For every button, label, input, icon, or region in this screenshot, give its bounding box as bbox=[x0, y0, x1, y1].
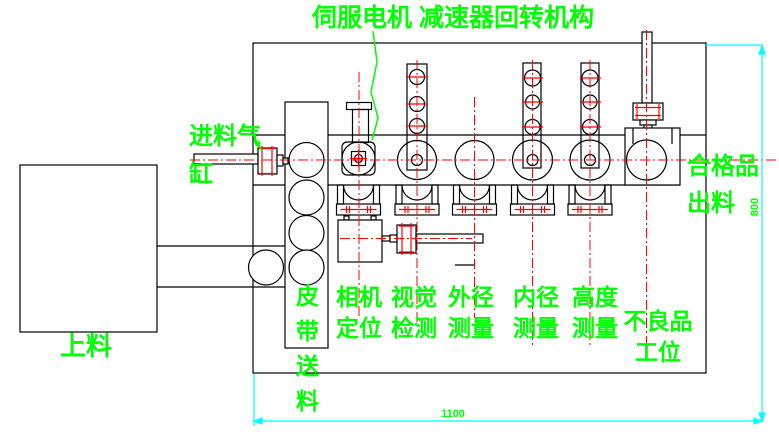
belt-conveyor bbox=[284, 101, 329, 349]
station4-label: 内径 测量 bbox=[501, 286, 571, 348]
discharge-label-line2: 出料 bbox=[687, 190, 735, 217]
loading-box bbox=[19, 164, 158, 333]
drawing-title: 伺服电机 减速器回转机构 bbox=[312, 4, 594, 32]
belt-feed-label: 皮 带 送 料 bbox=[296, 285, 319, 425]
belt-feed-char2: 带 bbox=[296, 318, 319, 344]
cradle-bolts bbox=[340, 206, 608, 213]
station3-label-line2: 测量 bbox=[448, 315, 494, 341]
station6-label-line1: 不良品 bbox=[623, 308, 693, 334]
discharge-label: 合格品 出料 bbox=[687, 148, 759, 222]
station4-label-line2: 测量 bbox=[513, 315, 559, 341]
station4-label-line1: 内径 bbox=[513, 284, 559, 310]
station3-label: 外径 测量 bbox=[436, 286, 506, 348]
leader-lines bbox=[250, 30, 379, 152]
station1-label-line1: 相机 bbox=[336, 284, 382, 310]
dimension-lines bbox=[252, 44, 766, 426]
red-details bbox=[259, 76, 661, 255]
belt-feed-char3: 送 bbox=[296, 353, 319, 379]
station5-label: 高度 测量 bbox=[560, 286, 630, 348]
station3-label-line1: 外径 bbox=[448, 284, 494, 310]
feed-cylinder-label-line2: 缸 bbox=[189, 161, 213, 188]
station6-discharge bbox=[624, 31, 681, 186]
station5-label-line1: 高度 bbox=[572, 284, 618, 310]
belt-feed-char4: 料 bbox=[296, 388, 319, 414]
dimension-width-text: 1100 bbox=[441, 408, 465, 420]
station6-label-line2: 工位 bbox=[635, 339, 681, 365]
station6-label: 不良品 工位 bbox=[613, 310, 703, 372]
station1-label: 相机 定位 bbox=[324, 286, 394, 348]
centerlines bbox=[190, 30, 779, 345]
station5-label-line2: 测量 bbox=[572, 315, 618, 341]
station1-label-line2: 定位 bbox=[336, 315, 382, 341]
station2-label-line2: 检测 bbox=[391, 315, 437, 341]
station2-label: 视觉 检测 bbox=[379, 286, 449, 348]
discharge-label-line1: 合格品 bbox=[687, 153, 759, 180]
feed-channel bbox=[157, 245, 285, 288]
loading-label: 上料 bbox=[60, 331, 113, 361]
station2-label-line1: 视觉 bbox=[391, 284, 437, 310]
feed-cylinder-label-line1: 进料气 bbox=[189, 123, 261, 150]
feed-cylinder-label: 进料气 缸 bbox=[189, 118, 261, 194]
belt-feed-char1: 皮 bbox=[296, 283, 319, 309]
dimension-height-text: 800 bbox=[749, 197, 761, 217]
